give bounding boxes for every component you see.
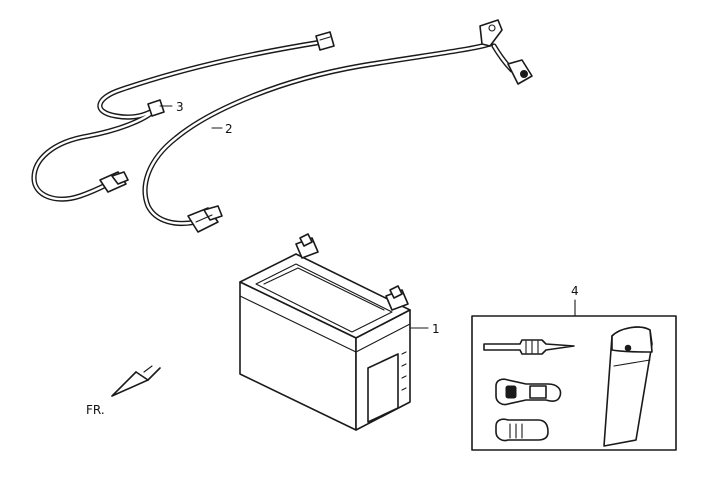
cable-2-ring-terminal: [507, 59, 533, 85]
tool-kit: 4: [471, 284, 677, 451]
battery-terminal-right: [385, 285, 409, 311]
tool-kit-frame: [471, 315, 677, 451]
tool-pouch-icon: [603, 326, 653, 447]
wrench-icon: [495, 378, 562, 406]
cable-3-clip: [147, 99, 165, 117]
cable-2-connector-bottom: [187, 205, 223, 233]
cable-3-terminal-top: [315, 31, 335, 51]
cable-2-bracket: [479, 19, 503, 47]
direction-label: FR.: [86, 403, 105, 417]
callout-1: 1: [432, 322, 440, 336]
callout-4: 4: [571, 284, 579, 298]
callout-2: 2: [225, 122, 233, 136]
cable-3-connector-bottom: [99, 171, 129, 193]
front-direction-arrow: [111, 365, 161, 397]
battery-terminal-left: [295, 233, 319, 259]
battery-cable-3: [31, 31, 335, 202]
battery-cable-2: [142, 19, 533, 233]
screwdriver-icon: [483, 339, 575, 355]
battery: [239, 233, 411, 431]
fuse-icon: [495, 418, 549, 442]
callout-3: 3: [176, 100, 184, 114]
